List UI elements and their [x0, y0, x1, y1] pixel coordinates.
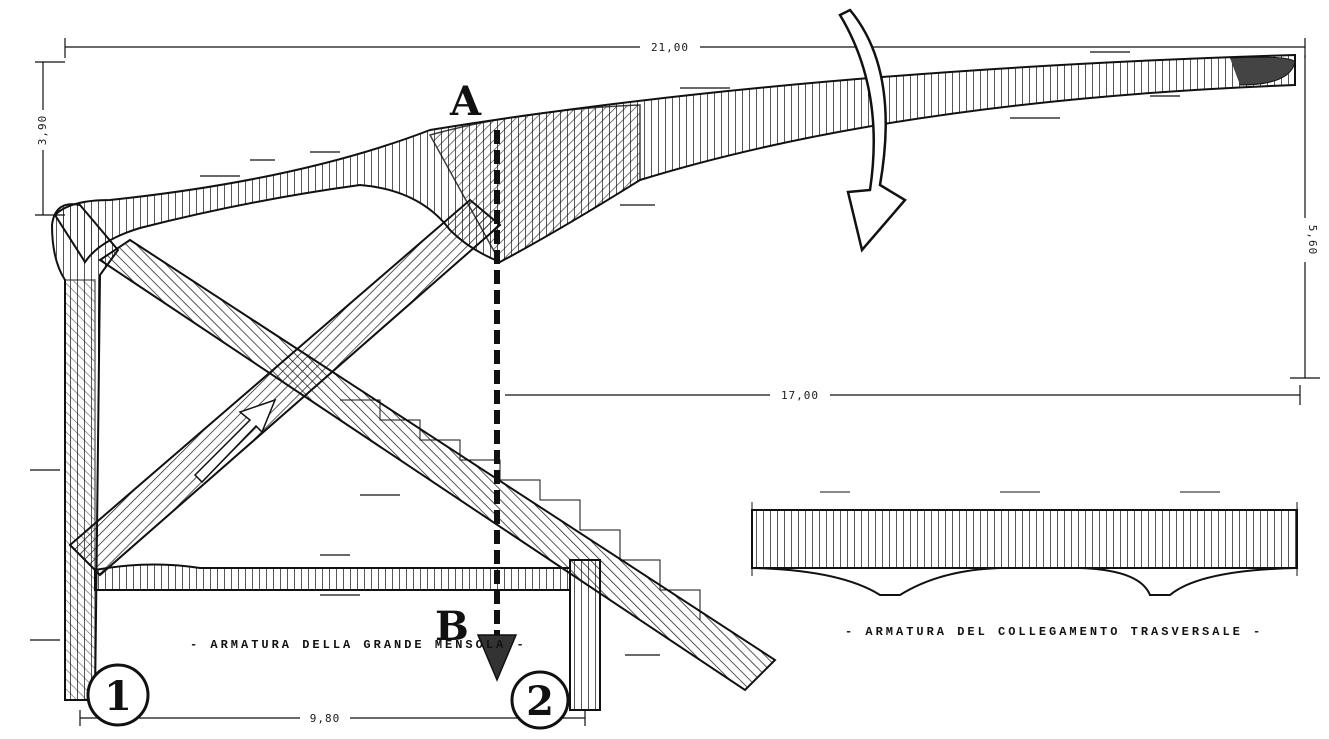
- dimension-lower-span: 17,00: [505, 385, 1301, 405]
- diagonal-tie-falling: [98, 238, 777, 692]
- curved-arrow-icon: [838, 8, 907, 253]
- dimension-right-height: 5,60: [1290, 55, 1320, 379]
- transverse-connection-detail: [751, 491, 1298, 596]
- main-caption: - ARMATURA DELLA GRANDE MENSOLA -: [190, 638, 527, 652]
- stepped-stirrup-lines: [340, 399, 701, 620]
- left-column: [50, 203, 120, 701]
- support-2-number: 2: [526, 678, 554, 725]
- right-height-label: 5,60: [1306, 225, 1319, 256]
- left-height-label: 3,90: [36, 115, 49, 146]
- lower-span-label: 17,00: [781, 389, 819, 402]
- overall-span-label: 21,00: [651, 41, 689, 54]
- section-mark-a: A: [449, 78, 482, 125]
- small-arrow-icon: [193, 398, 277, 484]
- base-span-label: 9,80: [310, 712, 341, 725]
- dimension-left-height: 3,90: [35, 61, 65, 216]
- cantilever-top-chord: [53, 53, 1296, 264]
- rebar-annotations: [30, 51, 1180, 656]
- support-2-marker: 2: [510, 670, 570, 730]
- section-line-a-b: A B: [435, 78, 518, 682]
- diagonal-strut-rising: [68, 198, 502, 577]
- dimension-base-span: 9,80: [79, 710, 586, 726]
- detail-caption: - ARMATURA DEL COLLEGAMENTO TRASVERSALE …: [845, 625, 1263, 639]
- section-mark-b: B: [435, 603, 469, 650]
- support-1-marker: 1: [86, 663, 150, 727]
- support-1-number: 1: [104, 673, 132, 720]
- bottom-beam: [94, 563, 571, 591]
- dimension-overall-span: 21,00: [64, 38, 1306, 58]
